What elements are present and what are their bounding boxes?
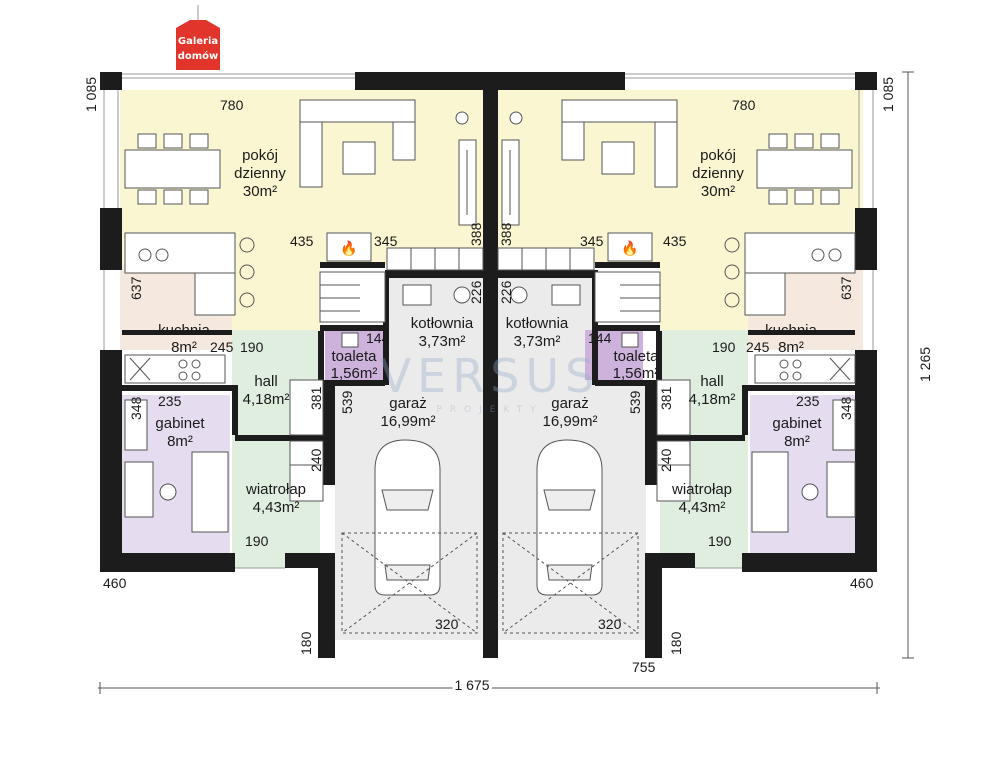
room-labels-right: pokój dzienny 30m² kuchnia 8m² gabinet 8… (506, 147, 823, 516)
dim-190-right: 190 (712, 339, 736, 355)
room-label-toaleta: toaleta (331, 348, 377, 365)
watermark-sub: PROJEKTY (436, 405, 543, 415)
dim-320-left: 320 (435, 616, 459, 632)
dim-235-right: 235 (796, 393, 820, 409)
room-label-gabinet-area: 8m² (167, 433, 193, 450)
watermark: VERSUS PROJEKTY (380, 349, 601, 415)
dim-190-bottom-left: 190 (245, 533, 269, 549)
room-label-kotlownia: kotłownia (411, 315, 474, 332)
dim-381-right: 381 (658, 386, 674, 410)
walls (100, 72, 877, 658)
room-label-wiatrolap: wiatrołap (671, 481, 732, 498)
room-label-wiatrolap: wiatrołap (245, 481, 306, 498)
dim-435-left: 435 (290, 233, 314, 249)
room-label-pokoj-line2: dzienny (692, 165, 744, 182)
room-label-garaz: garaż (389, 395, 427, 412)
dim-637-left: 637 (128, 276, 144, 300)
dim-460-right: 460 (850, 575, 874, 591)
dim-245-left: 245 (210, 339, 234, 355)
room-label-toaleta-area: 1,56m² (613, 365, 660, 382)
room-label-hall: hall (254, 373, 277, 390)
dimension-lines (98, 71, 914, 694)
room-label-toaleta-area: 1,56m² (331, 365, 378, 382)
room-label-kuchnia-area: 8m² (171, 339, 197, 356)
logo-line1: Galeria (178, 36, 218, 47)
dim-top-right: 1 085 (880, 77, 896, 112)
room-label-gabinet-area: 8m² (784, 433, 810, 450)
furniture-right: 🔥 (497, 99, 856, 634)
dim-388-left: 388 (468, 222, 484, 246)
room-label-kotlownia-area: 3,73m² (514, 333, 561, 350)
dim-245-right: 245 (746, 339, 770, 355)
room-label-kotlownia-area: 3,73m² (419, 333, 466, 350)
room-label-hall-area: 4,18m² (243, 391, 290, 408)
dim-226-right: 226 (498, 280, 514, 304)
room-label-pokoj-line2: dzienny (234, 165, 286, 182)
furniture-left: 🔥 (124, 99, 484, 634)
dim-539-left: 539 (339, 390, 355, 414)
dim-381-left: 381 (308, 386, 324, 410)
room-label-garaz-area: 16,99m² (542, 413, 597, 430)
dim-348-right: 348 (838, 396, 854, 420)
svg-text:🔥: 🔥 (340, 240, 357, 257)
room-label-pokoj-line1: pokój (242, 147, 278, 164)
room-label-garaz-area: 16,99m² (380, 413, 435, 430)
room-label-gabinet: gabinet (772, 415, 822, 432)
dim-435-right: 435 (663, 233, 687, 249)
dim-240-left: 240 (308, 448, 324, 472)
dim-539-right: 539 (627, 390, 643, 414)
watermark-main: VERSUS (380, 349, 601, 403)
logo-line2: domów (178, 50, 219, 62)
dim-180-left: 180 (298, 631, 314, 655)
dim-226-left: 226 (468, 280, 484, 304)
dim-780-left: 780 (220, 97, 244, 113)
room-label-garaz: garaż (551, 395, 589, 412)
room-label-wiatrolap-area: 4,43m² (679, 499, 726, 516)
dim-190-left: 190 (240, 339, 264, 355)
room-label-pokoj-area: 30m² (701, 183, 735, 200)
dim-235-left: 235 (158, 393, 182, 409)
room-label-pokoj-area: 30m² (243, 183, 277, 200)
room-labels-left: pokój dzienny 30m² kuchnia 8m² gabinet 8… (155, 147, 474, 516)
dim-bottom-total: 1 675 (454, 677, 489, 693)
room-label-wiatrolap-area: 4,43m² (253, 499, 300, 516)
room-label-kuchnia: kuchnia (158, 322, 210, 339)
dim-388-right: 388 (498, 222, 514, 246)
dim-180-right: 180 (668, 631, 684, 655)
dim-240-right: 240 (658, 448, 674, 472)
windows (103, 73, 874, 569)
dim-345-right: 345 (580, 233, 604, 249)
dim-348-left: 348 (128, 396, 144, 420)
dim-345-left: 345 (374, 233, 398, 249)
svg-text:🔥: 🔥 (621, 240, 638, 257)
room-label-pokoj-line1: pokój (700, 147, 736, 164)
room-label-gabinet: gabinet (155, 415, 205, 432)
dim-144-right: 144 (588, 330, 612, 346)
room-label-hall: hall (700, 373, 723, 390)
room-label-hall-area: 4,18m² (689, 391, 736, 408)
dim-460-left: 460 (103, 575, 127, 591)
dim-top-left: 1 085 (83, 77, 99, 112)
room-label-kuchnia-area: 8m² (778, 339, 804, 356)
dim-320-right: 320 (598, 616, 622, 632)
dim-755: 755 (632, 659, 656, 675)
galeria-domow-logo[interactable]: Galeria domów (176, 5, 220, 70)
dim-780-right: 780 (732, 97, 756, 113)
dim-right-total: 1 265 (917, 347, 933, 382)
room-label-toaleta: toaleta (613, 348, 659, 365)
dim-190-bottom-right: 190 (708, 533, 732, 549)
dim-144-left: 144 (366, 330, 390, 346)
room-label-kotlownia: kotłownia (506, 315, 569, 332)
dimension-labels: 1 085 1 085 1 265 1 675 780 780 435 345 … (83, 77, 933, 696)
dim-637-right: 637 (838, 276, 854, 300)
room-label-kuchnia: kuchnia (765, 322, 817, 339)
